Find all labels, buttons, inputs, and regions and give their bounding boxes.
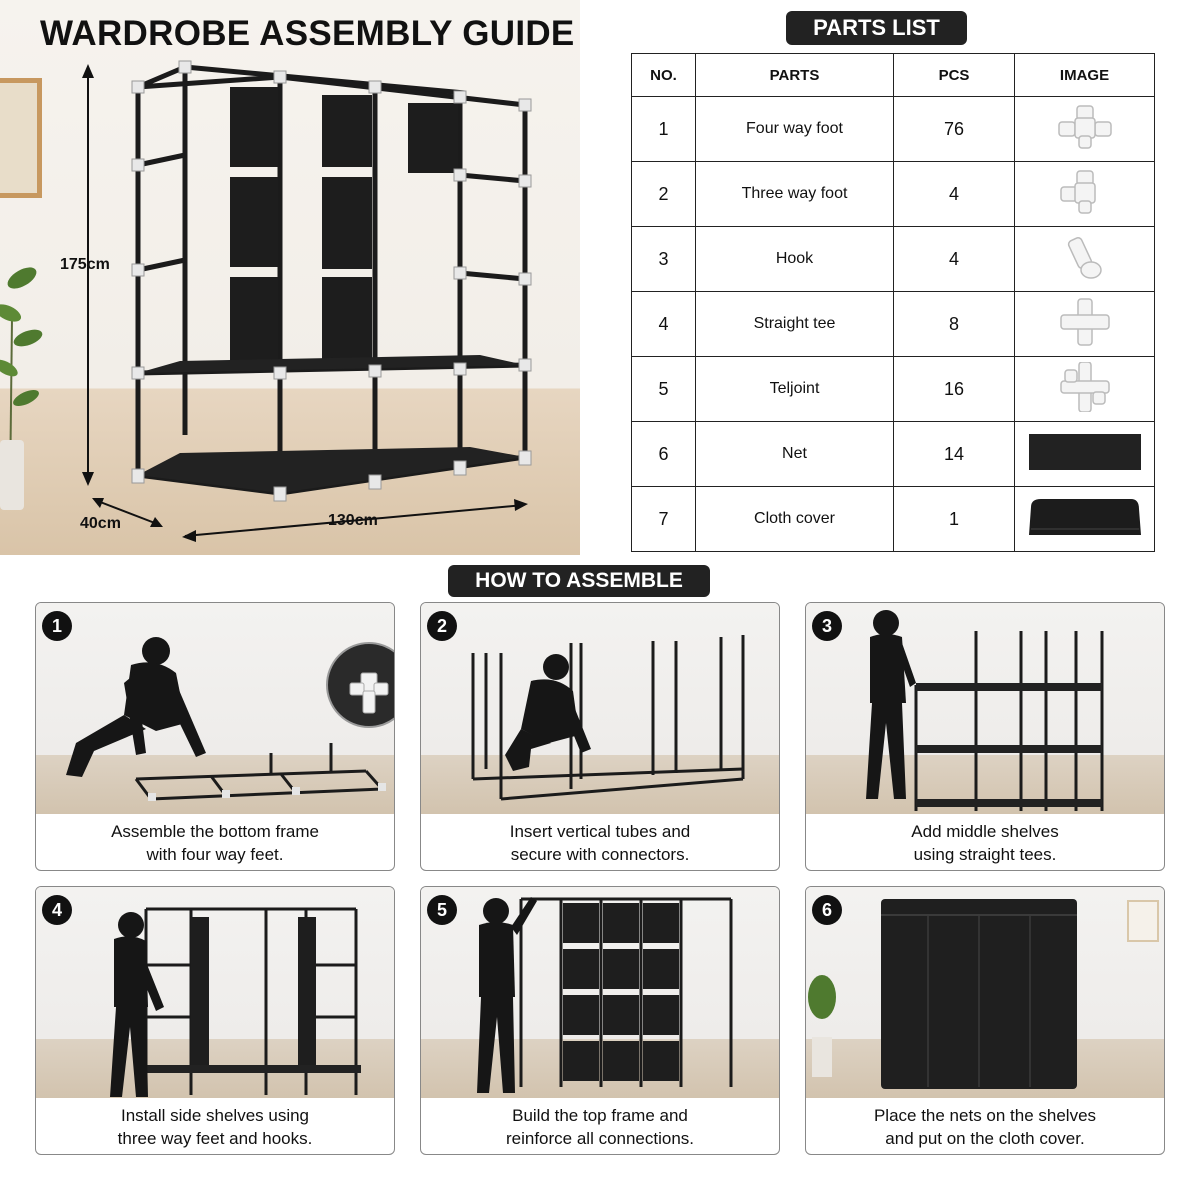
- width-label: 130cm: [328, 512, 378, 529]
- table-row: 2 Three way foot 4: [631, 161, 1155, 227]
- row-part: Teljoint: [695, 356, 894, 422]
- guide-title: WARDROBE ASSEMBLY GUIDE: [40, 14, 575, 53]
- step-caption: Build the top frame and reinforce all co…: [505, 1106, 695, 1148]
- depth-label: 40cm: [80, 515, 121, 532]
- four-way-connector-icon: [1057, 104, 1112, 149]
- table-row: 7 Cloth cover 1: [631, 486, 1155, 552]
- cloth-cover-icon: [1028, 498, 1141, 535]
- row-pcs: 16: [893, 356, 1015, 422]
- row-pcs: 76: [893, 96, 1015, 162]
- assembly-step-3: 3 Add middle shelves using straight tees…: [805, 602, 1165, 871]
- step-caption: Place the nets on the shelves and put on…: [873, 1106, 1097, 1148]
- row-image: [1014, 421, 1155, 487]
- row-image: [1014, 161, 1155, 227]
- row-part: Four way foot: [695, 96, 894, 162]
- row-image: [1014, 356, 1155, 422]
- three-way-connector-icon: [1059, 169, 1096, 214]
- straight-tee-icon: [1059, 297, 1110, 346]
- parts-list-title: PARTS LIST: [786, 11, 967, 45]
- row-pcs: 4: [893, 161, 1015, 227]
- row-no: 1: [631, 96, 696, 162]
- step-6-drawing: [808, 899, 1159, 1089]
- row-no: 3: [631, 226, 696, 292]
- row-no: 6: [631, 421, 696, 487]
- parts-table-header-row: NO. PARTS PCS IMAGE: [631, 53, 1155, 97]
- step-3-illustration: [806, 603, 1164, 814]
- row-no: 2: [631, 161, 696, 227]
- row-part: Hook: [695, 226, 894, 292]
- row-image: [1014, 486, 1155, 552]
- step-number-badge: 2: [427, 611, 457, 641]
- header-pcs: PCS: [893, 53, 1015, 97]
- row-no: 5: [631, 356, 696, 422]
- row-image: [1014, 96, 1155, 162]
- assembly-step-5: 5 Build the top frame and reinforce all …: [420, 886, 780, 1155]
- step-number-badge: 3: [812, 611, 842, 641]
- header-parts: PARTS: [695, 53, 894, 97]
- step-3-drawing: [866, 610, 1104, 811]
- step-4-illustration: [36, 887, 394, 1098]
- row-image: [1014, 226, 1155, 292]
- row-no: 7: [631, 486, 696, 552]
- row-pcs: 14: [893, 421, 1015, 487]
- row-pcs: 8: [893, 291, 1015, 357]
- step-2-drawing: [471, 635, 745, 801]
- assembly-step-2: 2 Insert vertical tubes and secure with …: [420, 602, 780, 871]
- step-4-drawing: [110, 907, 361, 1097]
- assembly-step-1: 1 Assemble the bottom frame with four wa…: [35, 602, 395, 871]
- header-image: IMAGE: [1014, 53, 1155, 97]
- step-5-drawing: [477, 897, 733, 1093]
- assembly-step-6: 6 Place the nets on the shelves and put …: [805, 886, 1165, 1155]
- table-row: 6 Net 14: [631, 421, 1155, 487]
- plant-pot: [0, 440, 24, 510]
- table-row: 1 Four way foot 76: [631, 96, 1155, 162]
- step-caption: Add middle shelves using straight tees.: [911, 822, 1059, 864]
- step-caption: Assemble the bottom frame with four way …: [111, 822, 319, 864]
- plant-decor: [808, 975, 836, 1077]
- height-dimension-line: [87, 70, 89, 480]
- row-part: Straight tee: [695, 291, 894, 357]
- parts-table: NO. PARTS PCS IMAGE 1 Four way foot 76: [631, 53, 1155, 552]
- table-row: 4 Straight tee 8: [631, 291, 1155, 357]
- how-to-assemble-title: HOW TO ASSEMBLE: [448, 565, 710, 597]
- row-part: Net: [695, 421, 894, 487]
- step-caption: Install side shelves using three way fee…: [117, 1106, 313, 1148]
- step-caption: Insert vertical tubes and secure with co…: [509, 822, 691, 864]
- wall-picture-frame: [0, 78, 42, 198]
- table-row: 5 Teljoint 16: [631, 356, 1155, 422]
- teljoint-icon: [1059, 361, 1110, 412]
- step-number-badge: 6: [812, 895, 842, 925]
- row-pcs: 1: [893, 486, 1015, 552]
- hero-product-image: WARDROBE ASSEMBLY GUIDE 175cm 40cm 130cm: [0, 0, 580, 555]
- assembly-step-4: 4 Install side shelves using three way f…: [35, 886, 395, 1155]
- step-1-drawing: [66, 637, 394, 801]
- header-no: NO.: [631, 53, 696, 97]
- step-number-badge: 5: [427, 895, 457, 925]
- step-number-badge: 4: [42, 895, 72, 925]
- dimension-arrows: [82, 64, 528, 542]
- height-label: 175cm: [60, 256, 110, 273]
- wardrobe-frame-illustration: [131, 60, 532, 502]
- step-number-badge: 1: [42, 611, 72, 641]
- row-image: [1014, 291, 1155, 357]
- wall-picture-frame: [1127, 900, 1159, 942]
- row-no: 4: [631, 291, 696, 357]
- row-part: Cloth cover: [695, 486, 894, 552]
- net-panel-icon: [1028, 433, 1141, 470]
- table-row: 3 Hook 4: [631, 226, 1155, 292]
- row-part: Three way foot: [695, 161, 894, 227]
- hook-icon: [1067, 236, 1102, 279]
- row-pcs: 4: [893, 226, 1015, 292]
